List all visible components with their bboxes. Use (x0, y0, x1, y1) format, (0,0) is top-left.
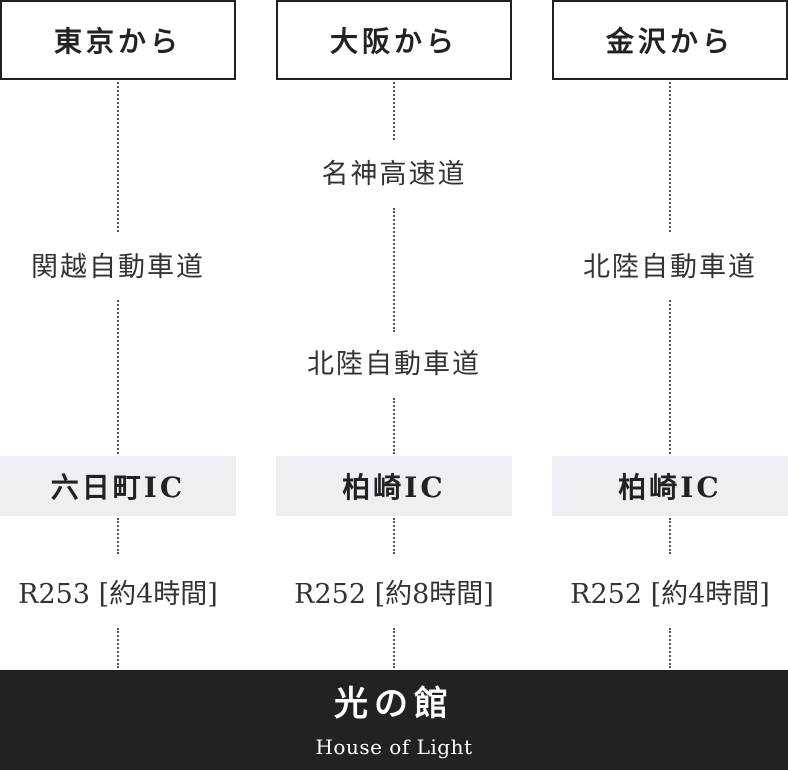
interchange-box: 柏崎IC (276, 456, 512, 516)
origin-box: 金沢から (552, 0, 788, 80)
highway-label: 北陸自動車道 (583, 252, 757, 283)
dotted-connector (393, 398, 395, 454)
destination-english-name: House of Light (315, 735, 473, 759)
route-column-kanazawa: 金沢から 北陸自動車道 柏崎IC R252 [約4時間] (552, 0, 788, 670)
dotted-connector (393, 518, 395, 554)
highway-label: 関越自動車道 (31, 252, 205, 283)
destination-name: 光の館 (334, 684, 454, 724)
road-route-time: R252 [約8時間] (294, 579, 494, 610)
highway-label: 名神高速道 (321, 159, 467, 190)
origin-box: 東京から (0, 0, 236, 80)
dotted-connector (669, 82, 671, 232)
highway-label: 北陸自動車道 (307, 349, 481, 380)
dotted-connector (117, 300, 119, 454)
dotted-connector (669, 300, 671, 454)
dotted-connector (117, 518, 119, 554)
dotted-connector (393, 82, 395, 140)
dotted-connector (117, 82, 119, 232)
dotted-connector (393, 628, 395, 668)
interchange-box: 柏崎IC (552, 456, 788, 516)
dotted-connector (393, 208, 395, 332)
interchange-box: 六日町IC (0, 456, 236, 516)
road-route-time: R252 [約4時間] (570, 579, 770, 610)
dotted-connector (669, 518, 671, 554)
road-route-time: R253 [約4時間] (18, 579, 218, 610)
route-column-tokyo: 東京から 関越自動車道 六日町IC R253 [約4時間] (0, 0, 236, 670)
route-column-osaka: 大阪から 名神高速道 北陸自動車道 柏崎IC R252 [約8時間] (276, 0, 512, 670)
dotted-connector (117, 628, 119, 668)
dotted-connector (669, 628, 671, 668)
destination-bar (0, 670, 788, 770)
origin-box: 大阪から (276, 0, 512, 80)
